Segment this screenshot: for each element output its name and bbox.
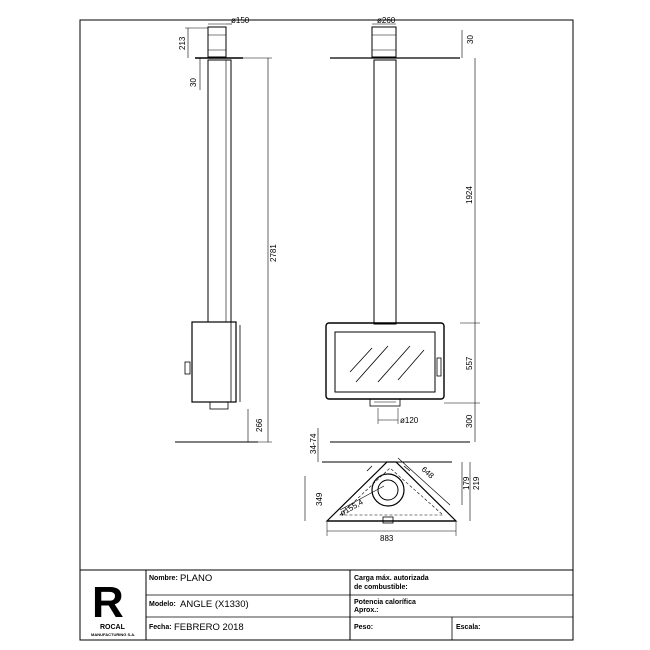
- brand-name: ROCAL: [100, 624, 126, 631]
- front-dim-flue-diameter: ø260: [377, 16, 396, 25]
- side-dim-flue-diameter: ø150: [231, 16, 250, 25]
- potencia-label-line1: Potencia calorífica: [354, 599, 416, 606]
- escala-label: Escala:: [456, 624, 481, 631]
- front-stove-handle: [436, 357, 442, 377]
- plan-corner-marker: [366, 465, 373, 472]
- potencia-label-line2: Aprox.:: [354, 607, 379, 614]
- side-stove-handle: [184, 361, 191, 375]
- front-dim-flue-height: 1924: [465, 186, 474, 204]
- front-glass-reflection-1: [349, 347, 373, 373]
- plan-flue-inner: [377, 479, 399, 501]
- front-glass-reflection-4: [397, 349, 425, 381]
- brand-logo-letter: R: [92, 578, 124, 627]
- front-flue-collar: [371, 26, 397, 58]
- plan-stove-inner: [339, 467, 444, 516]
- front-flue-pipe: [373, 59, 397, 325]
- carga-label-line1: Carga máx. autorizada: [354, 575, 429, 582]
- side-view: ø150 213 30 2781 266: [175, 16, 278, 443]
- plan-dim-left: 349: [315, 492, 324, 506]
- front-stove-window: [334, 331, 436, 393]
- front-dim-top-gap: 30: [466, 35, 475, 44]
- front-dim-base-height: 300: [465, 414, 474, 428]
- front-view: ø260 30 1924 557 300 ø120: [325, 16, 480, 443]
- front-dim-outlet-diameter: ø120: [400, 416, 419, 425]
- plan-dim-side: 648: [420, 465, 436, 481]
- title-block: R ROCAL MANUFACTURING S.A. Nombre: PLANO…: [79, 569, 574, 641]
- plan-dim-inner-diameter: ø155,4: [339, 497, 366, 518]
- plan-dim-depth-top: 34-74: [309, 433, 318, 454]
- front-glass-reflection-2: [355, 345, 389, 383]
- front-stove-foot: [369, 398, 401, 407]
- plan-dim-side-line: [397, 457, 451, 506]
- title-block-frame: [79, 569, 574, 641]
- plan-corner-marker-2: [403, 465, 411, 472]
- side-stove-body: [191, 321, 237, 403]
- side-dim-gap: 30: [189, 78, 198, 87]
- front-glass-reflection-3: [377, 345, 411, 383]
- modelo-label: Modelo:: [149, 601, 176, 608]
- fecha-value: FEBRERO 2018: [174, 622, 244, 633]
- side-stove-foot: [209, 401, 229, 410]
- front-stove-body: [325, 322, 445, 400]
- plan-dim-width: 883: [380, 534, 394, 543]
- plan-flue-outer: [371, 473, 405, 507]
- front-dim-body-height: 557: [465, 356, 474, 370]
- carga-label-line2: de combustible:: [354, 584, 408, 591]
- side-dim-floor-gap: 266: [255, 418, 264, 432]
- plan-diameter-leader: [339, 485, 385, 511]
- plan-outlet: [382, 516, 394, 524]
- plan-dim-right-b: 219: [472, 476, 481, 490]
- plan-dim-right-a: 179: [462, 476, 471, 490]
- plan-view: 34-74 648 179 219 349 ø155,4 883: [304, 428, 481, 543]
- side-flue-collar: [207, 26, 227, 58]
- brand-subtitle: MANUFACTURING S.A.: [91, 632, 135, 637]
- side-flue-pipe: [207, 59, 232, 323]
- fecha-label: Fecha:: [149, 624, 172, 631]
- side-dim-total-height: 2781: [269, 244, 278, 262]
- side-dim-top-height: 213: [178, 36, 187, 50]
- peso-label: Peso:: [354, 624, 373, 631]
- nombre-value: PLANO: [180, 573, 212, 584]
- modelo-value: ANGLE (X1330): [180, 599, 249, 610]
- nombre-label: Nombre:: [149, 575, 178, 582]
